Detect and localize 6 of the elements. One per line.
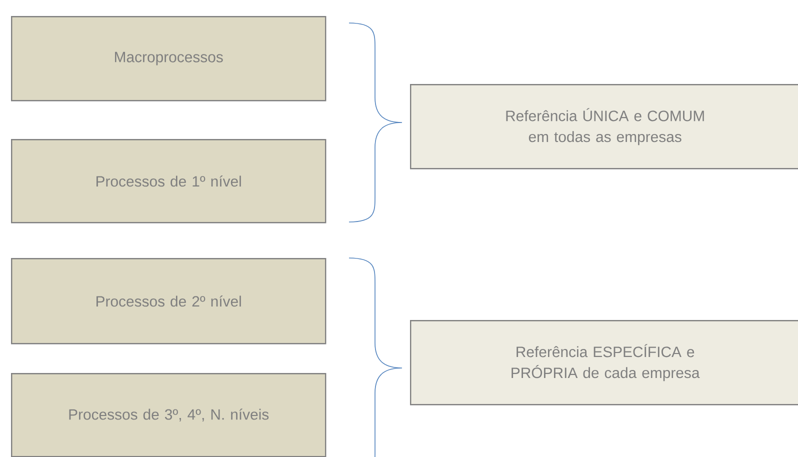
process-box: Processos de 2º nível [11, 258, 326, 344]
process-box: Processos de 1º nível [11, 139, 326, 224]
process-box: Processos de 3º, 4º, N. níveis [11, 372, 326, 457]
process-box: Macroprocessos [11, 16, 326, 102]
process-box: Referência ÚNICA e COMUM em todas as empresas [410, 84, 798, 170]
process-box: Referência ESPECÍFICA e PRÓPRIA de cada empresa [410, 320, 798, 406]
